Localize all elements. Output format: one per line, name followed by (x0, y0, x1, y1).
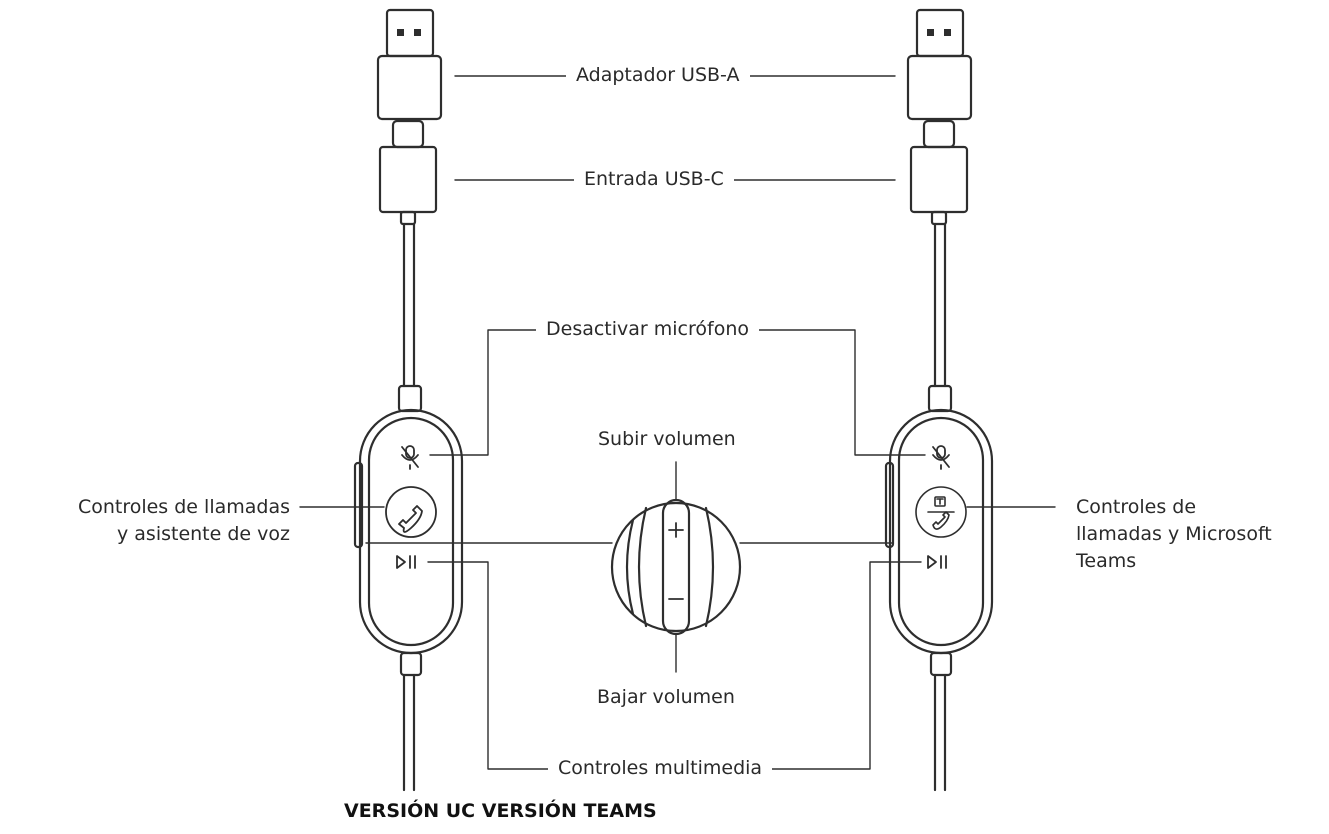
call-voice-assistant-label: Controles de llamadas y asistente de voz (8, 496, 290, 545)
mute-microphone-label: Desactivar micrófono (536, 318, 760, 340)
call-teams-controls-label: Controles de llamadas y Microsoft Teams (1076, 496, 1326, 572)
usb-c-input-label: Entrada USB-C (574, 168, 734, 190)
play-pause-icon (927, 555, 947, 569)
mic-mute-icon (932, 445, 950, 470)
volume-detail-circle (610, 498, 742, 636)
right-cable-lower (933, 673, 947, 792)
call-teams-controls-label-line2: llamadas y Microsoft (1076, 523, 1272, 545)
play-pause-icon (396, 555, 416, 569)
left-cable-lower (402, 673, 416, 792)
uc-version-label: VERSIÓN UC (344, 800, 476, 822)
volume-up-icon (668, 522, 684, 538)
call-voice-assistant-label-line2: y asistente de voz (117, 523, 290, 545)
left-usb-a-adapter (376, 8, 443, 121)
mic-mute-icon (401, 445, 419, 470)
usb-a-adapter-label: Adaptador USB-A (566, 64, 750, 86)
left-usb-c-connector (378, 119, 438, 226)
volume-down-label: Bajar volumen (597, 686, 735, 708)
right-usb-c-connector (909, 119, 969, 226)
left-inline-control-body (353, 384, 464, 677)
phone-icon (385, 486, 437, 538)
right-inline-control-body (884, 384, 994, 677)
right-usb-a-adapter (906, 8, 973, 121)
call-teams-controls-label-line3: Teams (1076, 550, 1137, 572)
call-teams-controls-label-line1: Controles de (1076, 496, 1197, 518)
version-footer: VERSIÓN UC VERSIÓN TEAMS (344, 800, 657, 822)
teams-icon (915, 486, 967, 538)
right-cable-upper (933, 222, 947, 388)
volume-up-label: Subir volumen (598, 428, 736, 450)
left-cable-upper (402, 222, 416, 388)
call-voice-assistant-label-line1: Controles de llamadas (77, 496, 290, 518)
teams-version-label: VERSIÓN TEAMS (481, 800, 657, 822)
multimedia-controls-label: Controles multimedia (548, 757, 773, 779)
